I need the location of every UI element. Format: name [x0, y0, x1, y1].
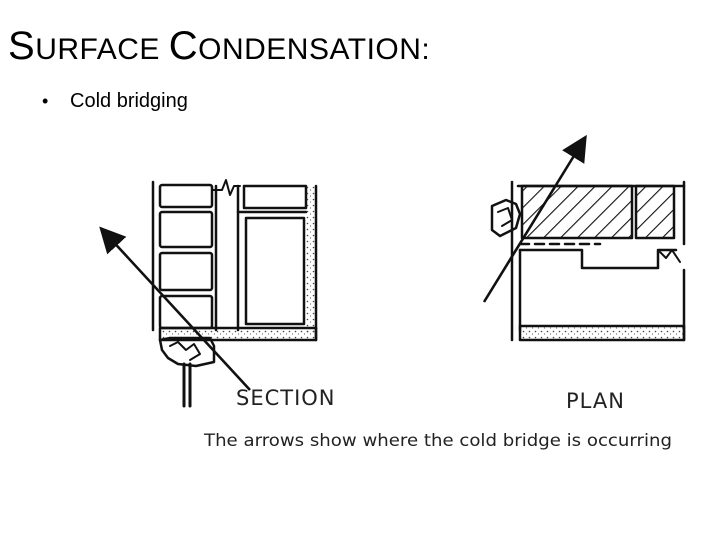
bullet-item: • Cold bridging: [42, 90, 188, 113]
plan-cold-bridge-arrow: [482, 134, 587, 303]
slide-title: SURFACE CONDENSATION:: [8, 24, 430, 69]
title-word-surface: URFACE: [35, 33, 169, 66]
section-cold-bridge-arrow: [99, 226, 251, 391]
title-word-condensation: ONDENSATION:: [198, 33, 431, 66]
bullet-marker: •: [42, 91, 49, 111]
bullet-text: Cold bridging: [70, 90, 188, 112]
title-initial-s: S: [8, 24, 36, 68]
plan-drawing: [490, 180, 686, 342]
brick-wall: [158, 183, 214, 330]
plan-label: PLAN: [566, 389, 625, 413]
section-label: SECTION: [236, 386, 336, 410]
diagram-caption: The arrows show where the cold bridge is…: [203, 431, 672, 451]
section-drawing: [151, 179, 318, 408]
title-initial-c: C: [168, 24, 199, 68]
